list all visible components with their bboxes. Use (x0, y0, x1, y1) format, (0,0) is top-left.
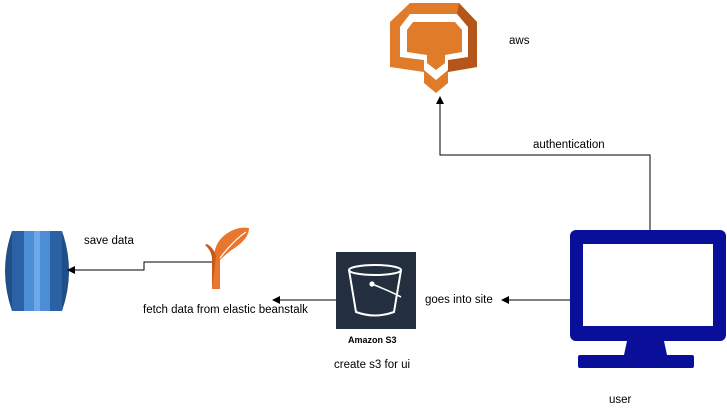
user-label: user (609, 394, 632, 406)
authentication-edge-label: authentication (533, 139, 605, 151)
monitor-icon (570, 230, 726, 368)
edge-beanstalk-to-database (67, 261, 212, 274)
s3-bucket-icon (336, 252, 416, 329)
s3-badge-label: Amazon S3 (348, 335, 397, 345)
aws-cognito-icon (390, 3, 477, 93)
edge-user-to-aws (436, 96, 651, 230)
aws-label: aws (509, 35, 530, 47)
beanstalk-label: fetch data from elastic beanstalk (143, 304, 308, 316)
goes-into-site-edge-label: goes into site (425, 294, 493, 306)
rds-database-icon (5, 231, 69, 311)
elastic-beanstalk-icon (205, 227, 249, 289)
s3-label: create s3 for ui (334, 359, 411, 371)
save-data-label: save data (84, 235, 134, 247)
